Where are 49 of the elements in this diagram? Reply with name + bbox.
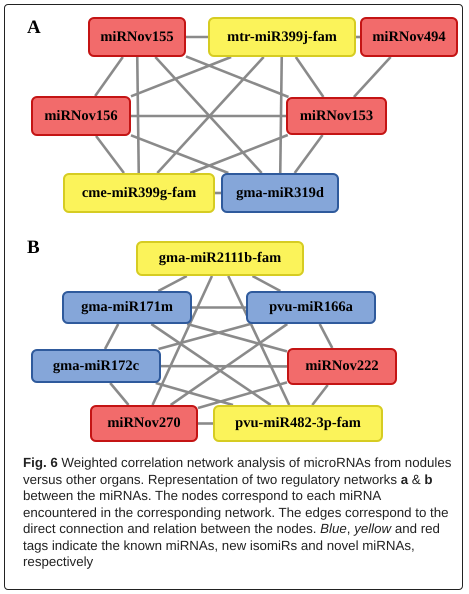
connector-line bbox=[109, 382, 130, 406]
connector-line bbox=[186, 322, 288, 353]
connector-line bbox=[151, 275, 214, 406]
mirna-node: gma-miR319d bbox=[221, 173, 339, 213]
connector-line bbox=[252, 274, 281, 292]
connector-line bbox=[130, 134, 229, 174]
figure-caption: Fig. 6 Weighted correlation network analysis of microRNAs from nodules versus other organs. Representation of two regulatory networks a & b between the miRNAs. The nodes correspond to each miRNA encountered in the corresponding network. The edges correspond to the direct connection and relation between the nodes. Blue, yellow and red tags indicate the known miRNAs, new isomiRs and novel miRNAs, respectively bbox=[23, 455, 452, 570]
connector-line bbox=[136, 56, 140, 174]
mirna-node: cme-miR399g-fam bbox=[63, 173, 215, 213]
connector-line bbox=[311, 384, 329, 406]
connector-line bbox=[190, 134, 288, 174]
connector-line bbox=[131, 114, 286, 118]
connector-line bbox=[158, 322, 251, 350]
mirna-node: miRNov222 bbox=[287, 348, 397, 385]
mirna-node: pvu-miR166a bbox=[246, 291, 376, 324]
connector-line bbox=[278, 56, 284, 174]
connector-line bbox=[186, 36, 208, 38]
connector-line bbox=[150, 322, 272, 406]
mirna-node: miRNov494 bbox=[360, 17, 458, 57]
mirna-node: pvu-miR482-3p-fam bbox=[213, 405, 383, 442]
connector-line bbox=[155, 382, 234, 406]
connector-line bbox=[192, 306, 246, 309]
connector-line bbox=[130, 56, 232, 98]
panel-letter: A bbox=[27, 17, 41, 39]
connector-line bbox=[170, 322, 288, 406]
connector-line bbox=[198, 381, 288, 410]
connector-line bbox=[294, 56, 324, 98]
panel-letter: B bbox=[27, 237, 40, 259]
mirna-node: miRNov156 bbox=[31, 96, 131, 136]
mirna-node: mtr-miR399j-fam bbox=[208, 17, 356, 57]
connector-line bbox=[294, 134, 324, 174]
connector-line bbox=[104, 323, 120, 350]
connector-line bbox=[158, 274, 188, 292]
connector-line bbox=[356, 36, 360, 38]
connector-line bbox=[161, 364, 287, 368]
connector-line bbox=[227, 275, 290, 406]
mirna-node: gma-miR172c bbox=[31, 349, 161, 383]
connector-line bbox=[198, 422, 213, 425]
mirna-node: gma-miR171m bbox=[62, 291, 192, 324]
connector-line bbox=[318, 323, 334, 349]
mirna-node: miRNov153 bbox=[286, 97, 387, 135]
connector-line bbox=[94, 56, 124, 97]
connector-line bbox=[186, 55, 289, 98]
mirna-node: gma-miR2111b-fam bbox=[136, 241, 304, 276]
mirna-node: miRNov270 bbox=[90, 405, 198, 442]
mirna-node: miRNov155 bbox=[88, 17, 186, 57]
connector-line bbox=[95, 135, 125, 174]
connector-line bbox=[352, 56, 392, 98]
connector-line bbox=[215, 192, 221, 194]
